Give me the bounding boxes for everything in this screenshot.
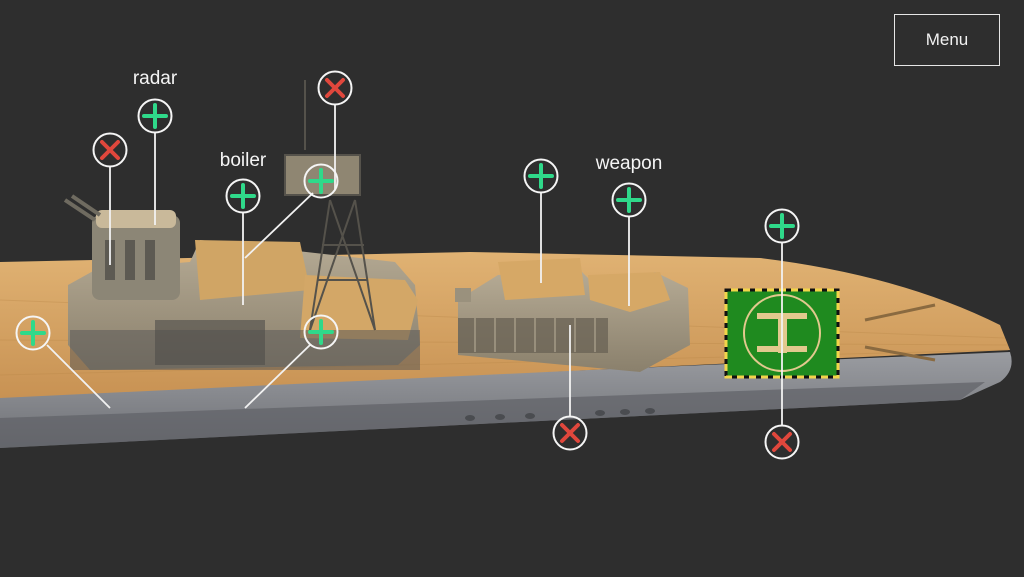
deck-vents: [864, 303, 936, 362]
add-slot-boiler[interactable]: [225, 178, 261, 214]
plus-icon: [616, 187, 642, 213]
close-icon: [560, 423, 580, 443]
add-slot-tower[interactable]: [303, 163, 339, 199]
remove-slot-hull-forward[interactable]: [764, 424, 800, 460]
add-slot-weapon[interactable]: [611, 182, 647, 218]
forward-superstructure: [63, 194, 420, 370]
add-slot-helipad[interactable]: [764, 208, 800, 244]
plus-icon: [20, 320, 46, 346]
add-slot-radar[interactable]: [137, 98, 173, 134]
close-icon: [325, 78, 345, 98]
plus-icon: [308, 168, 334, 194]
plus-icon: [769, 213, 795, 239]
label-boiler: boiler: [219, 150, 267, 171]
close-icon: [772, 432, 792, 452]
remove-slot-forward-turret[interactable]: [92, 132, 128, 168]
plus-icon: [230, 183, 256, 209]
remove-slot-hull-center[interactable]: [552, 415, 588, 451]
close-icon: [100, 140, 120, 160]
leader-lines: [46, 104, 783, 426]
plus-icon: [528, 163, 554, 189]
plus-icon: [308, 319, 334, 345]
add-slot-stern[interactable]: [15, 315, 51, 351]
plus-icon: [142, 103, 168, 129]
label-radar: radar: [132, 68, 178, 89]
add-slot-midship[interactable]: [303, 314, 339, 350]
aft-superstructure: [455, 258, 690, 372]
label-weapon: weapon: [595, 153, 663, 174]
remove-slot-mast[interactable]: [317, 70, 353, 106]
add-slot-aft-deck[interactable]: [523, 158, 559, 194]
menu-button[interactable]: Menu: [894, 14, 1000, 66]
